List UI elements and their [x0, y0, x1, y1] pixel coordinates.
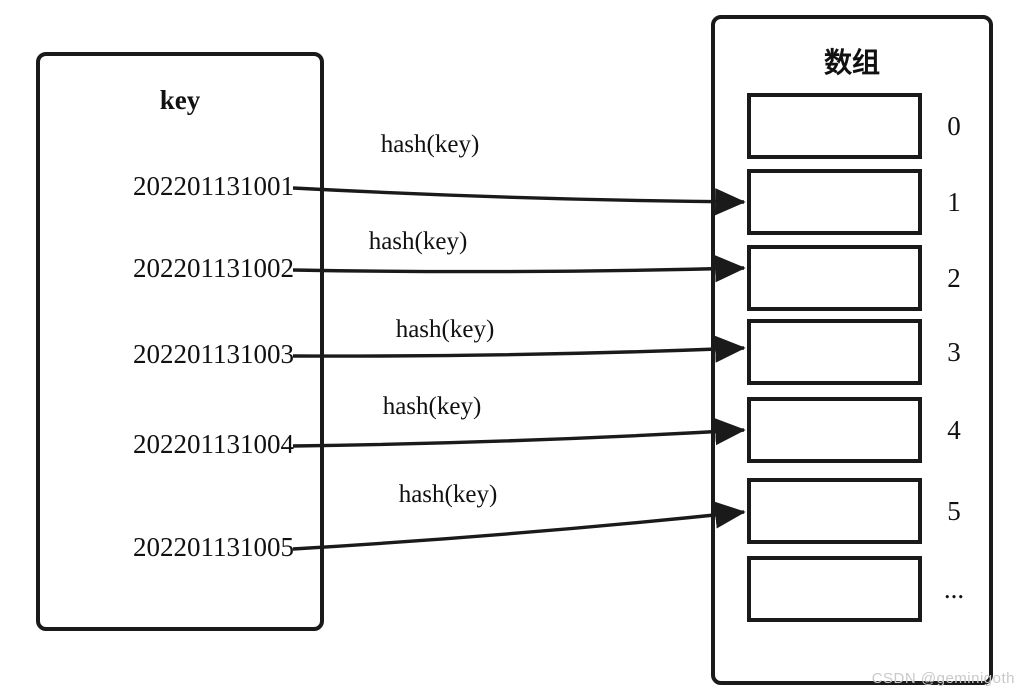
hash-function-label: hash(key) — [382, 393, 482, 420]
array-slot — [747, 397, 922, 463]
array-slot-index: 4 — [947, 415, 961, 445]
array-slot-index: 1 — [947, 187, 961, 217]
watermark-text: CSDN @geminigoth — [871, 670, 1015, 687]
array-slot-index: 0 — [947, 111, 961, 141]
key-item: 202201131005 — [133, 532, 294, 562]
key-container-box — [36, 52, 324, 631]
array-slot-index: 5 — [947, 496, 961, 526]
array-slot — [747, 319, 922, 385]
array-slot — [747, 93, 922, 159]
hash-arrow — [292, 335, 746, 363]
array-slot-index: 3 — [947, 337, 961, 367]
array-slot — [747, 245, 922, 311]
key-item: 202201131002 — [133, 253, 294, 283]
hash-function-label: hash(key) — [368, 228, 468, 255]
array-slot-index: 2 — [947, 263, 961, 293]
array-slot — [747, 556, 922, 622]
array-slot-index: ... — [943, 574, 965, 604]
hash-arrow — [292, 255, 746, 283]
key-item: 202201131003 — [133, 339, 294, 369]
array-slot — [747, 169, 922, 235]
hash-arrow — [292, 186, 746, 216]
hash-function-label: hash(key) — [398, 481, 498, 508]
hash-function-label: hash(key) — [395, 316, 495, 343]
array-container-title: 数组 — [823, 46, 880, 79]
hash-arrow — [292, 418, 746, 448]
key-container-title: key — [159, 85, 201, 115]
key-item: 202201131001 — [133, 171, 294, 201]
hash-arrow — [292, 501, 746, 551]
hash-function-label: hash(key) — [380, 131, 480, 158]
array-slot — [747, 478, 922, 544]
key-item: 202201131004 — [133, 429, 294, 459]
